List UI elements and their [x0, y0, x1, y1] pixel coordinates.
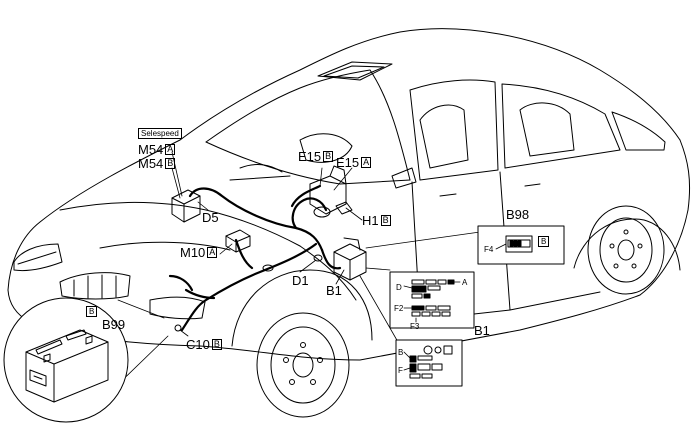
label-selespeed: Selespeed [138, 128, 182, 139]
label-panel-d: D [396, 283, 402, 292]
label-m54-b-text: M54 [138, 156, 164, 171]
label-m54-a-box: A [165, 144, 176, 155]
label-e15-a-text: E15 [336, 155, 360, 170]
rear-wheel [573, 205, 681, 295]
label-h1-text: H1 [362, 213, 379, 228]
label-panel-f: F [398, 366, 403, 375]
label-d5: D5 [202, 210, 219, 225]
label-m54-a-text: M54 [138, 142, 164, 157]
label-e15-b-box: B [323, 151, 334, 162]
label-m10-text: M10 [180, 245, 206, 260]
label-h1-box: B [380, 215, 391, 226]
wiring-harness [168, 184, 342, 332]
zoom-panel-b1-upper [389, 271, 475, 329]
sensor-c10 [174, 324, 182, 332]
label-b1-far: B1 [474, 323, 490, 338]
label-d1: D1 [292, 273, 309, 288]
label-c10-text: C10 [186, 337, 210, 352]
battery-zoom-circle [3, 297, 169, 423]
selespeed-unit-m54 [171, 189, 201, 223]
label-b1-near: B1 [326, 283, 342, 298]
front-wheel [231, 269, 373, 418]
connector-h1 [335, 201, 353, 215]
fuse-box-b1 [333, 237, 367, 281]
sensor-m10 [225, 229, 251, 253]
label-m10-box: A [207, 247, 218, 258]
label-panel-b: B [398, 348, 404, 357]
label-panel-f2: F2 [394, 304, 404, 313]
label-panel-a: A [462, 278, 468, 287]
label-e15-b-text: E15 [298, 149, 322, 164]
label-b98-box: B [538, 236, 550, 247]
label-c10-box: B [211, 339, 222, 350]
label-b99-box: B [86, 306, 98, 317]
car-body-outline [7, 28, 691, 361]
label-panel-f3: F3 [410, 322, 420, 331]
label-e15-a-box: A [361, 157, 372, 168]
zoom-panel-b1-lower [395, 339, 463, 387]
label-f4: F4 [484, 245, 494, 254]
zoom-panel-b98 [477, 225, 565, 265]
relay-d1 [262, 254, 323, 272]
component-e15 [309, 165, 347, 218]
label-m54-b-box: B [165, 158, 176, 169]
label-b98: B98 [506, 207, 530, 222]
label-b99: B99 [102, 317, 126, 332]
